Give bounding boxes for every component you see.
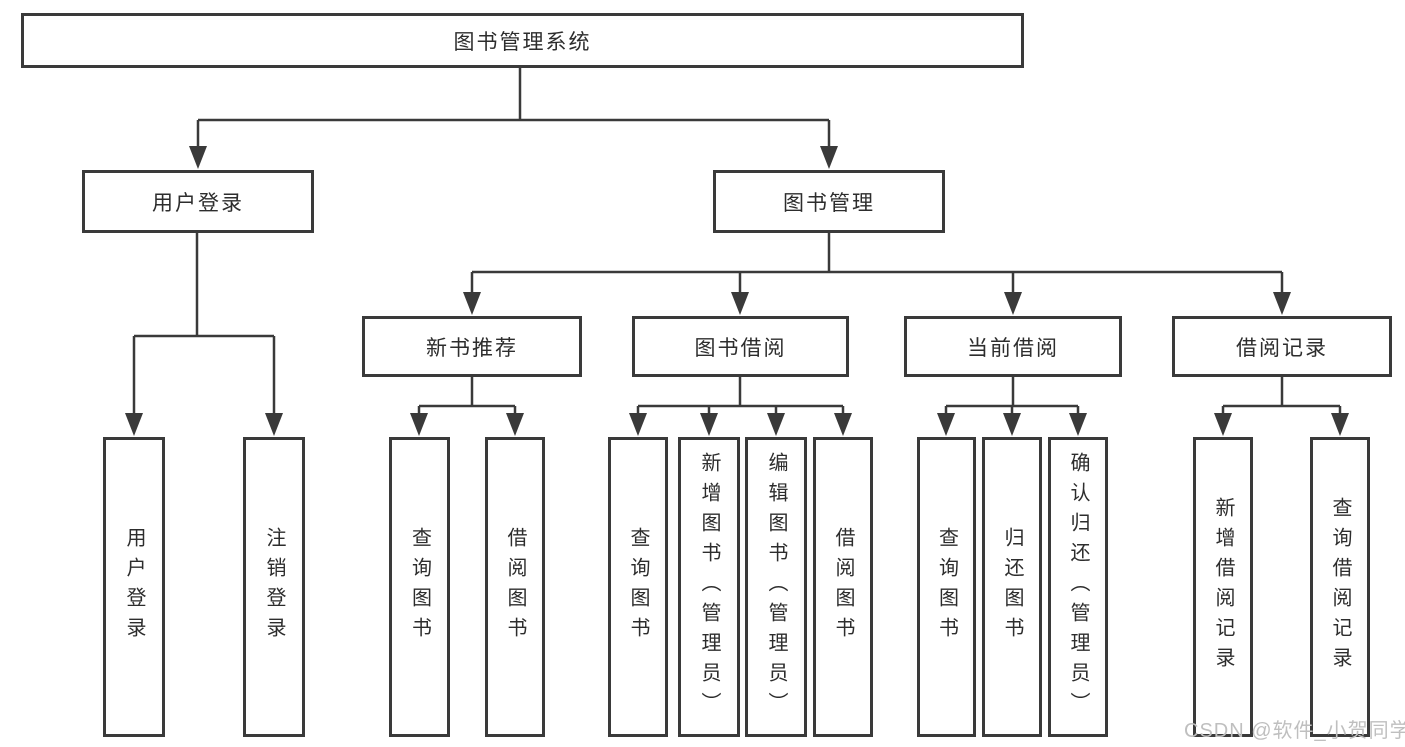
node-current-borrow: 当前借阅 — [904, 316, 1122, 377]
leaf-label: 新增图书（管理员） — [698, 452, 720, 722]
leaf-label: 注销登录 — [263, 527, 285, 647]
leaf-label: 编辑图书（管理员） — [765, 452, 787, 722]
node-leaf-edit-book-admin: 编辑图书（管理员） — [745, 437, 807, 737]
leaf-label: 用户登录 — [123, 527, 145, 647]
node-leaf-query-books-2: 查询图书 — [608, 437, 668, 737]
node-leaf-user-login: 用户登录 — [103, 437, 165, 737]
leaf-label: 查询借阅记录 — [1329, 497, 1351, 677]
node-leaf-confirm-return-admin: 确认归还（管理员） — [1048, 437, 1108, 737]
node-user-login: 用户登录 — [82, 170, 314, 233]
arrowhead-icons — [125, 146, 1349, 436]
leaf-label: 确认归还（管理员） — [1067, 452, 1089, 722]
leaf-label: 查询图书 — [627, 527, 649, 647]
node-leaf-query-books-1: 查询图书 — [389, 437, 450, 737]
node-leaf-add-book-admin: 新增图书（管理员） — [678, 437, 740, 737]
node-leaf-logout: 注销登录 — [243, 437, 305, 737]
leaf-label: 查询图书 — [408, 527, 431, 647]
leaf-label: 归还图书 — [1001, 527, 1023, 647]
csdn-watermark: CSDN @软件_小贺同学 — [1184, 720, 1405, 742]
node-leaf-query-books-3: 查询图书 — [917, 437, 976, 737]
node-book-management: 图书管理 — [713, 170, 945, 233]
leaf-label: 借阅图书 — [832, 527, 854, 647]
leaf-label: 查询图书 — [935, 527, 958, 647]
node-book-borrow: 图书借阅 — [632, 316, 849, 377]
node-leaf-borrow-books-2: 借阅图书 — [813, 437, 873, 737]
node-leaf-query-borrow-record: 查询借阅记录 — [1310, 437, 1370, 737]
node-leaf-add-borrow-record: 新增借阅记录 — [1193, 437, 1253, 737]
node-root: 图书管理系统 — [21, 13, 1024, 68]
node-leaf-return-book: 归还图书 — [982, 437, 1042, 737]
node-leaf-borrow-books-1: 借阅图书 — [485, 437, 545, 737]
node-new-book-recommend: 新书推荐 — [362, 316, 582, 377]
leaf-label: 新增借阅记录 — [1212, 497, 1234, 677]
node-borrow-records: 借阅记录 — [1172, 316, 1392, 377]
leaf-label: 借阅图书 — [504, 527, 526, 647]
